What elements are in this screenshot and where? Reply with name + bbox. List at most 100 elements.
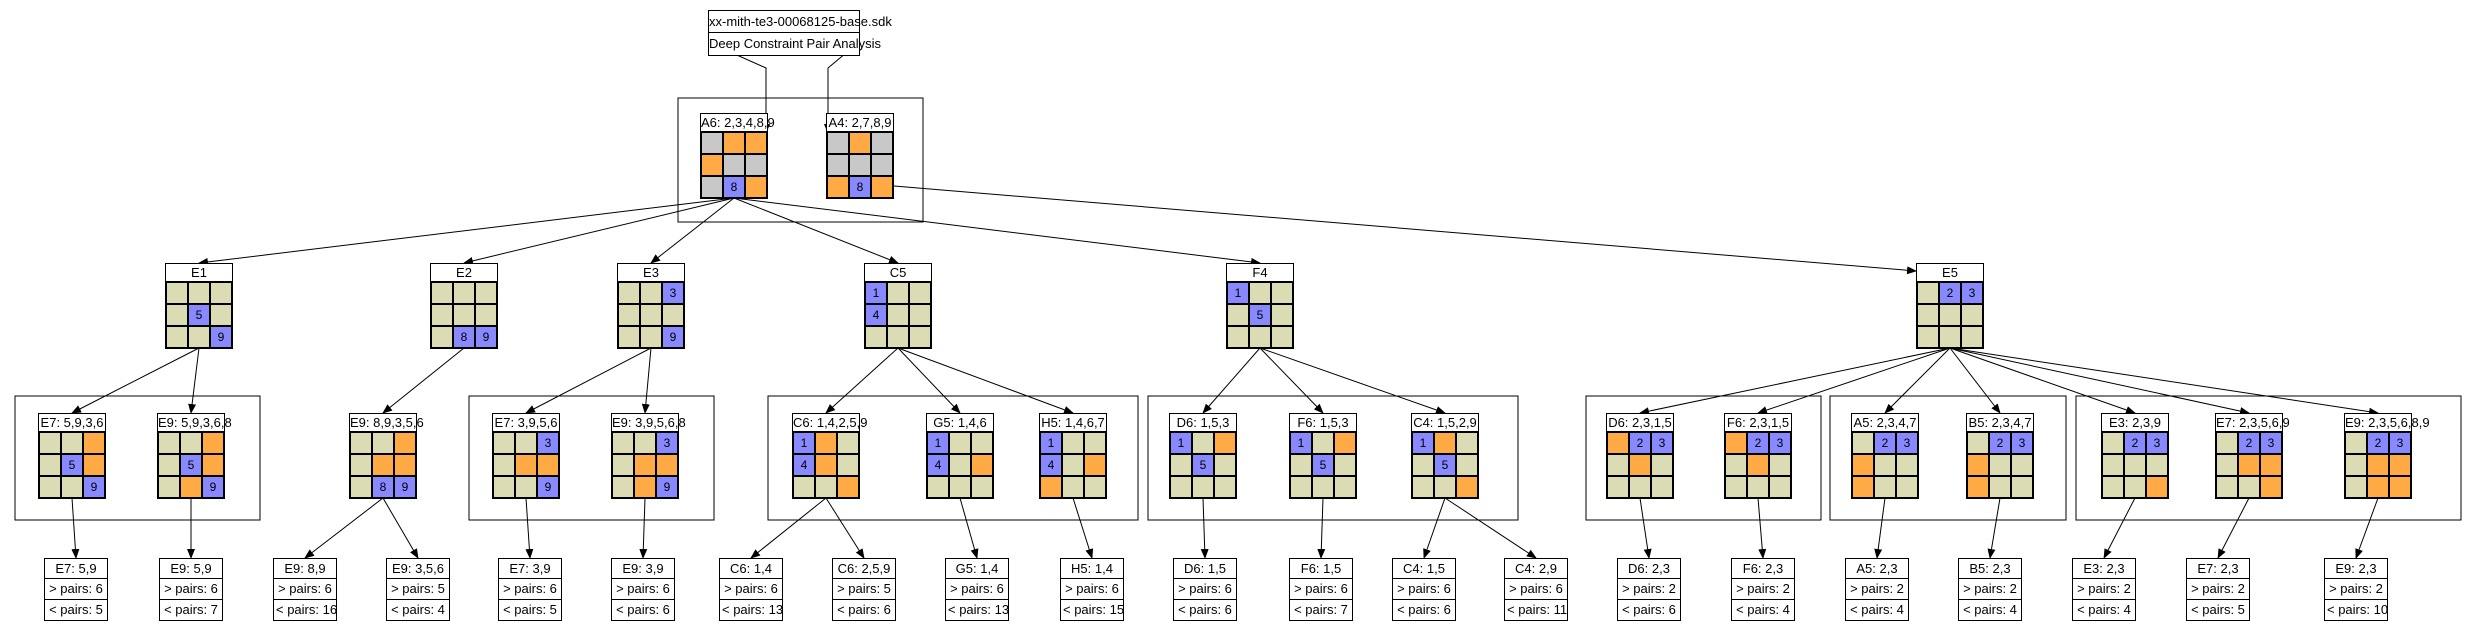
box-cell: [1989, 476, 2011, 498]
cluster-box-2: [14, 395, 261, 521]
box-cell: [1961, 326, 1983, 348]
box-cell: [2238, 454, 2260, 476]
box-cell: [1874, 454, 1896, 476]
box-cell: [1607, 432, 1629, 454]
box-cell: 2: [2124, 432, 2146, 454]
grid-node-title: E9: 8,9,3,5,6: [349, 413, 424, 432]
box-cell: [1747, 454, 1769, 476]
edge-d6-l11: [1200, 497, 1209, 559]
box-cell: [1456, 454, 1478, 476]
leaf-node-l9: G5: 1,4> pairs: 6< pairs: 13: [945, 558, 1009, 621]
box-cell: [701, 154, 723, 176]
leaf-node-l15: D6: 2,3> pairs: 2< pairs: 6: [1617, 558, 1681, 621]
edge-c6-l8: [825, 497, 865, 559]
box-cell: 3: [2011, 432, 2033, 454]
box-cell: [188, 326, 210, 348]
box-cell: [431, 326, 453, 348]
leaf-greater-pairs: > pairs: 6: [611, 579, 675, 600]
box-cell: 2: [1989, 432, 2011, 454]
box-cell: [1227, 326, 1249, 348]
box-cell: 5: [1312, 454, 1334, 476]
box-cell: [2345, 432, 2367, 454]
leaf-node-l3: E9: 8,9> pairs: 6< pairs: 16: [273, 558, 337, 621]
leaf-less-pairs: < pairs: 5: [44, 600, 108, 621]
box-cell: [2102, 454, 2124, 476]
box-cell: [493, 454, 515, 476]
leaf-greater-pairs: > pairs: 6: [945, 579, 1009, 600]
sudoku-box: 8: [700, 132, 768, 199]
box-cell: [1170, 454, 1192, 476]
grid-node-title: A5: 2,3,4,7: [1851, 413, 1919, 432]
box-cell: [612, 432, 634, 454]
edge-e9d-l21: [2355, 497, 2379, 559]
box-cell: [2011, 454, 2033, 476]
box-cell: [166, 326, 188, 348]
box-cell: [640, 326, 662, 348]
leaf-greater-pairs: > pairs: 6: [719, 579, 783, 600]
leaf-less-pairs: < pairs: 13: [719, 600, 783, 621]
box-cell: 5: [1192, 454, 1214, 476]
edge-g5-l9: [959, 497, 979, 559]
leaf-label: E7: 3,9: [498, 558, 562, 579]
leaf-greater-pairs: > pairs: 2: [2186, 579, 2250, 600]
box-cell: [202, 454, 224, 476]
leaf-node-l7: C6: 1,4> pairs: 6< pairs: 13: [719, 558, 783, 621]
box-cell: 9: [656, 476, 678, 498]
leaf-label: D6: 1,5: [1173, 558, 1237, 579]
grid-node-title: A6: 2,3,4,8,9: [700, 113, 775, 132]
box-cell: [1214, 454, 1236, 476]
edge-e1-e9a: [188, 347, 200, 414]
box-cell: 4: [793, 454, 815, 476]
box-cell: [2389, 454, 2411, 476]
box-cell: [1434, 476, 1456, 498]
box-cell: 1: [1412, 432, 1434, 454]
box-cell: [2345, 454, 2367, 476]
box-cell: [1214, 432, 1236, 454]
box-cell: [1967, 454, 1989, 476]
box-cell: 1: [1170, 432, 1192, 454]
leaf-label: E9: 3,5,6: [386, 558, 450, 579]
box-cell: [1629, 454, 1651, 476]
box-cell: 2: [2367, 432, 2389, 454]
box-cell: [909, 326, 931, 348]
grid-node-title: C6: 1,4,2,5,9: [792, 413, 868, 432]
leaf-less-pairs: < pairs: 6: [611, 600, 675, 621]
leaf-label: C4: 1,5: [1392, 558, 1456, 579]
box-cell: [909, 282, 931, 304]
box-cell: [2102, 476, 2124, 498]
grid-node-title: C4: 1,5,2,9: [1411, 413, 1479, 432]
box-cell: [1651, 454, 1673, 476]
box-cell: [515, 432, 537, 454]
leaf-greater-pairs: > pairs: 6: [1289, 579, 1353, 600]
edge-c4-l14: [1444, 497, 1537, 559]
grid-node-title: F6: 2,3,1,5: [1724, 413, 1792, 432]
box-cell: [515, 454, 537, 476]
edge-a6-f4: [733, 197, 1261, 266]
box-cell: [887, 326, 909, 348]
grid-node-title: E2: [430, 263, 498, 282]
box-cell: [887, 304, 909, 326]
box-cell: [1939, 304, 1961, 326]
leaf-less-pairs: < pairs: 6: [832, 600, 896, 621]
box-cell: [2011, 476, 2033, 498]
root-subtitle: Deep Constraint Pair Analysis: [708, 33, 881, 56]
edge-e5-b5: [1949, 347, 2001, 414]
leaf-less-pairs: < pairs: 10: [2324, 600, 2388, 621]
leaf-greater-pairs: > pairs: 2: [1617, 579, 1681, 600]
cluster-box-3: [468, 395, 715, 521]
leaf-label: E7: 2,3: [2186, 558, 2250, 579]
box-cell: [202, 432, 224, 454]
